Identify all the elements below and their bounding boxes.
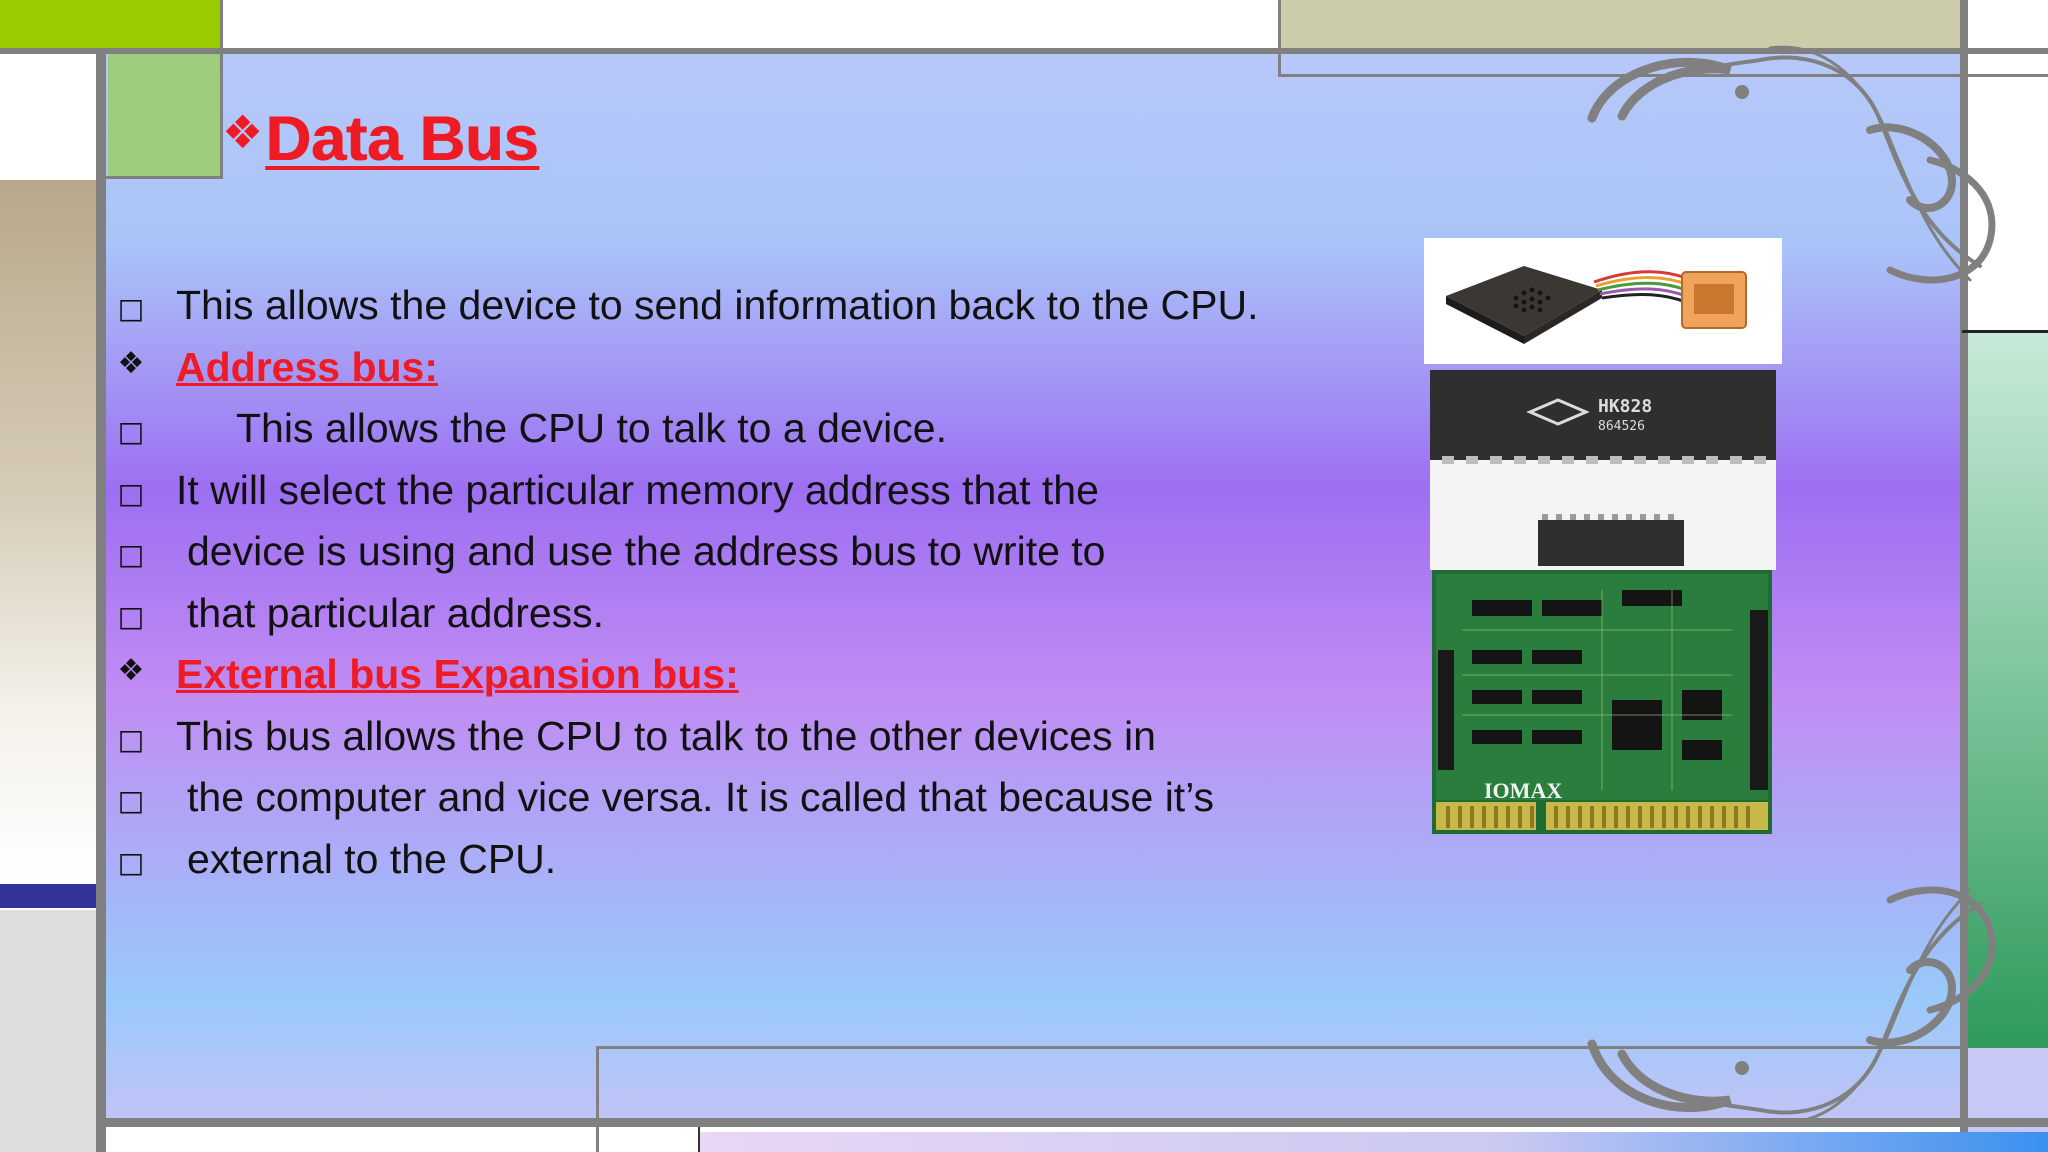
right-green-gradient-block — [1968, 332, 2048, 1048]
section-heading-external-bus: External bus Expansion bus: — [176, 651, 739, 697]
square-bullet-icon: □ — [117, 292, 145, 325]
bullet-text: device is using and use the address bus … — [187, 528, 1106, 574]
light-green-block — [108, 52, 222, 178]
bullet-text: It will select the particular memory add… — [176, 466, 1099, 513]
diamond-bullet-icon: ❖ — [117, 345, 145, 381]
left-white-block — [0, 52, 98, 176]
bullet-text: This allows the CPU to talk to a device. — [236, 405, 947, 451]
expansion-card-image: IOMAX — [1432, 570, 1772, 834]
bullet-text: external to the CPU. — [187, 835, 557, 882]
bullet-row: ❖ External bus Expansion bus: — [116, 647, 1416, 709]
left-gray-block — [0, 910, 98, 1152]
card-brand-label: IOMAX — [1484, 778, 1562, 803]
bullet-text: that particular address. — [187, 589, 605, 636]
bullet-row: □ This allows the CPU to talk to a devic… — [116, 401, 1416, 463]
frame-line-top — [0, 48, 2048, 54]
square-bullet-icon: □ — [117, 784, 145, 817]
section-heading-address-bus: Address bus: — [176, 343, 438, 390]
frame-line-bottom — [96, 1118, 2048, 1127]
ic-chip-image: HK828 864526 — [1430, 370, 1776, 570]
bullet-text: This bus allows the CPU to talk to the o… — [176, 712, 1156, 759]
top-right-swirl-ornament — [1587, 45, 1996, 284]
frame-line-inner-bottom-h — [596, 1046, 1968, 1049]
frame-line-inner-bottom-v — [596, 1046, 599, 1152]
square-bullet-icon: □ — [117, 415, 145, 448]
bullet-row: □ device is using and use the address bu… — [116, 524, 1416, 586]
frame-line-tan-left — [1278, 0, 1281, 77]
chip-label-1: HK828 — [1598, 396, 1652, 417]
title-diamond-marker: ❖ — [222, 105, 264, 159]
diamond-bullet-icon: ❖ — [117, 653, 145, 688]
frame-line-right — [1960, 0, 1968, 1132]
bottom-gradient-strip — [700, 1132, 2048, 1152]
frame-line-right-black — [1962, 330, 2048, 333]
frame-line-green-block-right — [220, 0, 223, 178]
bullet-row: □ This bus allows the CPU to talk to the… — [116, 709, 1416, 771]
square-bullet-icon: □ — [117, 845, 145, 879]
top-left-green-block — [0, 0, 222, 50]
square-bullet-icon: □ — [117, 538, 145, 571]
chip-label-2: 864526 — [1598, 419, 1645, 434]
square-bullet-icon: □ — [117, 599, 145, 633]
bullet-row: □ the computer and vice versa. It is cal… — [116, 770, 1416, 832]
square-bullet-icon: □ — [117, 722, 145, 756]
bullet-list: □ This allows the device to send informa… — [116, 278, 1416, 893]
frame-line-bottom-strip-left — [698, 1127, 700, 1152]
bullet-row: □ that particular address. — [116, 586, 1416, 648]
frame-line-green-block-bottom — [106, 176, 223, 179]
left-tan-gradient-block — [0, 180, 98, 884]
bullet-row: □ It will select the particular memory a… — [116, 463, 1416, 525]
device-cable-image — [1424, 238, 1782, 364]
bullet-row: □ external to the CPU. — [116, 832, 1416, 894]
frame-line-left — [96, 48, 106, 1152]
bullet-text: This allows the device to send informati… — [176, 282, 1259, 328]
left-navy-strip — [0, 884, 98, 908]
slide-title: ❖Data Bus — [222, 103, 538, 175]
bullet-row: □ This allows the device to send informa… — [116, 278, 1416, 340]
bullet-row: ❖ Address bus: — [116, 340, 1416, 402]
slide-title-text: Data Bus — [265, 104, 539, 174]
bottom-right-swirl-ornament — [1587, 886, 1996, 1125]
bullet-text: the computer and vice versa. It is calle… — [187, 774, 1215, 820]
right-white-block — [1968, 0, 2048, 330]
square-bullet-icon: □ — [117, 476, 145, 510]
